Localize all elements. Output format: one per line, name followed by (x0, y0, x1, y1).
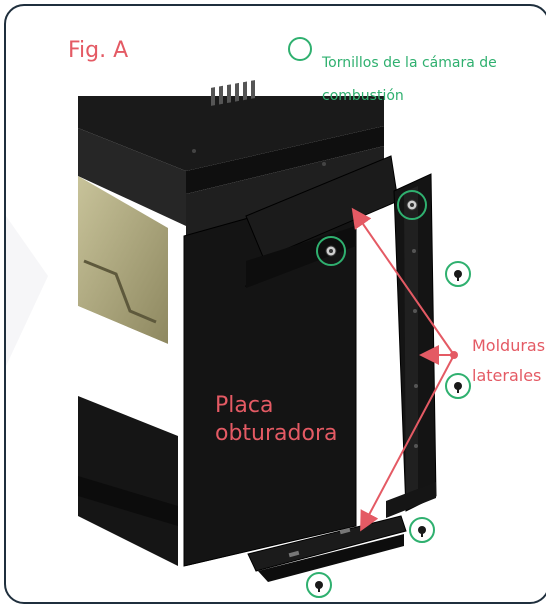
screw-icon (409, 517, 435, 543)
diagram-svg (6, 80, 471, 598)
molduras-laterales-label: Molduras laterales (472, 331, 546, 391)
mounted-screw-top-right (397, 190, 427, 220)
screw-circle-icon (288, 37, 312, 61)
placa-obturadora-text: Placa obturadora (215, 393, 338, 446)
screw-icon (445, 261, 471, 287)
figure-frame: Fig. A Tornillos de la cámara de combust… (4, 4, 546, 604)
side-molding (386, 173, 437, 518)
legend-text: Tornillos de la cámara de combustión (322, 55, 497, 104)
placa-obturadora-label: Placa obturadora (215, 392, 360, 448)
mounted-screw-left (316, 236, 346, 266)
figure-title: Fig. A (68, 38, 129, 63)
screw-icon (306, 572, 332, 598)
arrow-origin-dot (450, 351, 458, 359)
glass-window (78, 176, 168, 344)
blocking-plate (183, 155, 407, 582)
background-shape (6, 216, 48, 366)
molduras-laterales-text: Molduras laterales (472, 336, 546, 385)
pointer-arrow-icon (351, 207, 455, 532)
screw-icon (445, 373, 471, 399)
